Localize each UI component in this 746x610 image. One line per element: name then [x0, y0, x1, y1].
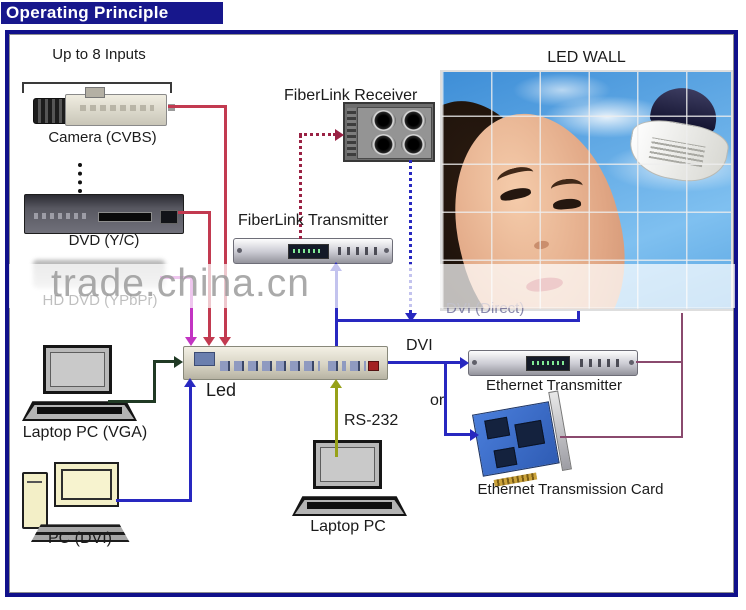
inputs-group-label: Up to 8 Inputs: [52, 46, 146, 63]
pc-pedestal: [30, 524, 130, 542]
camera-viewfinder: [85, 86, 106, 98]
arrowhead: [460, 357, 469, 369]
line-processor-to-transmitter: [335, 271, 338, 346]
line-laptopvga-to-processor: [108, 400, 156, 403]
dvd-label: DVD (Y/C): [68, 232, 140, 249]
line-dvi-direct: [577, 311, 580, 322]
fiber-port: [401, 134, 426, 155]
line-or-branch: [444, 433, 472, 436]
laptop-screen: [42, 345, 112, 394]
line-camera-to-processor: [168, 105, 227, 108]
camera-icon: [33, 86, 176, 128]
line-dvd-to-processor: [178, 211, 211, 214]
diagram-frame: [5, 30, 738, 597]
title-bar: Operating Principle: [1, 2, 223, 24]
pc-monitor: [54, 462, 120, 507]
line-dvi-direct: [337, 319, 580, 322]
line-to-ledwall: [681, 313, 683, 438]
page-title: Operating Principle: [6, 3, 169, 22]
laptop-pc-icon: [292, 440, 407, 516]
laptop-vga-icon: [22, 345, 137, 421]
laptop-vga-label: Laptop PC (VGA): [22, 424, 148, 441]
laptop-pc-label: Laptop PC: [310, 518, 386, 535]
rack-screw: [629, 360, 634, 366]
fiber-port: [371, 134, 396, 155]
card-chip: [493, 447, 518, 469]
arrowhead: [185, 337, 197, 346]
fiberlink-receiver-label: FiberLink Receiver: [284, 87, 418, 104]
processor-badge: [194, 352, 215, 366]
ethernet-transmitter-label: Ethernet Transmitter: [486, 377, 622, 394]
rack-display: [287, 244, 330, 259]
led-wall-label: LED WALL: [547, 49, 626, 66]
processor-ports: [350, 361, 366, 371]
arrowhead: [203, 337, 215, 346]
ethernet-card-icon: [471, 390, 578, 488]
or-label: or: [430, 392, 445, 409]
dvd-display: [160, 210, 179, 224]
fiber-link-dotted-line: [299, 135, 302, 239]
rack-ports: [579, 358, 626, 367]
camera-lens: [33, 98, 70, 125]
card-chip: [484, 416, 511, 440]
processor-ports: [328, 361, 346, 371]
dvd-tray: [97, 211, 152, 223]
video-processor-icon: [183, 346, 388, 380]
dvd-player-icon: [24, 194, 184, 234]
arrowhead: [335, 129, 344, 141]
line-dvi-out: [388, 361, 462, 364]
rack-screw: [384, 248, 389, 254]
camera-label: Camera (CVBS): [48, 129, 157, 146]
dvd-buttons: [34, 213, 89, 220]
arrowhead: [174, 356, 183, 368]
ethernet-transmitter-icon: [468, 350, 638, 376]
dvi-label: DVI: [406, 337, 433, 354]
inputs-bracket: [22, 82, 172, 93]
processor-ports: [220, 361, 320, 371]
line-or-branch: [444, 364, 447, 436]
watermark-text: trade.china.cn: [51, 262, 310, 305]
laptop-screen: [312, 440, 382, 489]
line-pcdvi-to-processor: [189, 387, 192, 502]
laptop-keyboard: [36, 407, 123, 415]
line-transmitter-to-ledwall: [636, 361, 681, 363]
fiberlink-receiver-icon: [343, 102, 435, 162]
line-laptopvga-to-processor: [153, 361, 156, 403]
line-rs232: [335, 388, 338, 457]
fiber-port: [371, 110, 396, 131]
fiberlink-transmitter-label: FiberLink Transmitter: [238, 212, 389, 229]
fiber-link-dotted-line: [299, 133, 336, 136]
arrowhead: [330, 379, 342, 388]
arrowhead: [219, 337, 231, 346]
card-chip: [514, 420, 545, 449]
receiver-output-dotted-line: [409, 160, 412, 313]
rack-ports: [338, 246, 381, 255]
pc-dvi-label: PC (DVI): [48, 530, 112, 547]
receiver-grill: [346, 108, 356, 156]
ethernet-card-label: Ethernet Transmission Card: [477, 481, 664, 498]
processor-label: Led: [206, 380, 237, 400]
fiber-port: [401, 110, 426, 131]
rack-screw: [237, 248, 242, 254]
line-pcdvi-to-processor: [116, 499, 192, 502]
arrowhead: [405, 313, 417, 322]
ellipsis-dots: [78, 163, 82, 193]
pc-dvi-icon: [22, 462, 134, 542]
rack-display: [526, 356, 571, 371]
watermark-band: trade.china.cn: [9, 262, 735, 308]
processor-power-switch: [368, 361, 379, 371]
laptop-keyboard: [306, 502, 393, 510]
arrowhead: [470, 429, 479, 441]
arrowhead: [184, 378, 196, 387]
line-card-to-ledwall: [560, 436, 683, 438]
camera-detail: [79, 104, 155, 111]
fiberlink-transmitter-icon: [233, 238, 393, 264]
line-laptopvga-to-processor: [153, 360, 176, 363]
line-camera-to-processor: [224, 105, 227, 338]
pc-tower: [22, 471, 48, 530]
rs232-label: RS-232: [344, 412, 399, 429]
rack-screw: [472, 360, 477, 366]
